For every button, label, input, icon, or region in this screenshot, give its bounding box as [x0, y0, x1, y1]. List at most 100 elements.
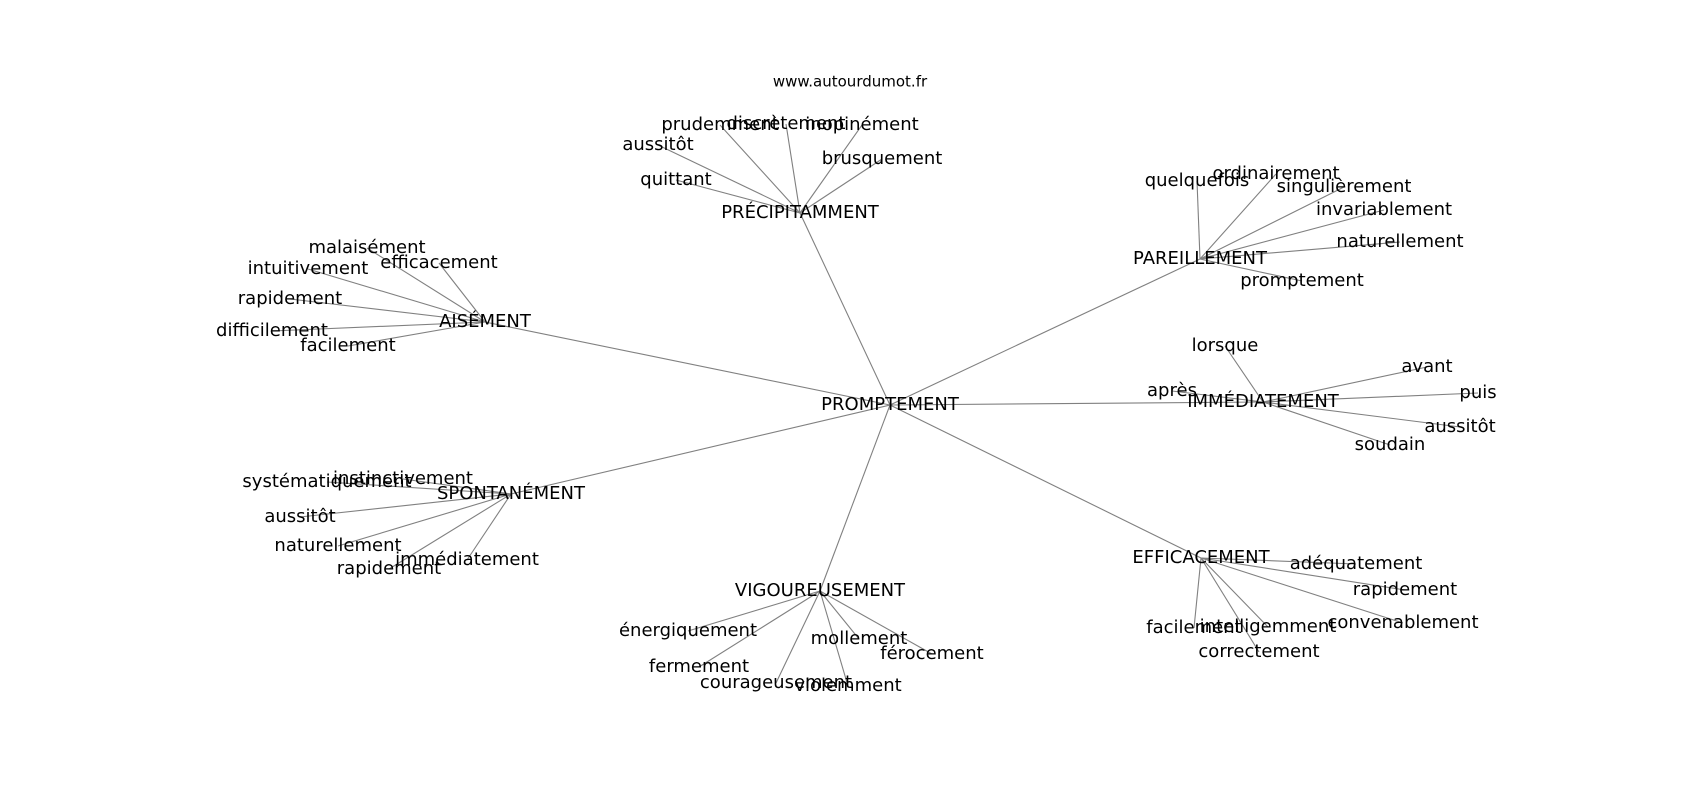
cluster-node-efficacement[interactable]: EFFICACEMENT — [1132, 547, 1270, 568]
word-node-precipitamment[interactable]: prudemment — [661, 114, 778, 135]
word-node-immediatement[interactable]: avant — [1401, 356, 1452, 377]
word-node-aisement[interactable]: difficilement — [216, 320, 328, 341]
word-node-pareillement[interactable]: ordinairement — [1212, 163, 1339, 184]
word-node-vigoureusement[interactable]: énergiquement — [619, 620, 757, 641]
edge-vigoureusement-3 — [698, 590, 821, 668]
edge-spontanement-0 — [402, 478, 512, 495]
edge-precipitamment-4 — [799, 158, 883, 214]
word-node-aisement[interactable]: rapidement — [238, 288, 342, 309]
word-node-immediatement[interactable]: soudain — [1355, 434, 1426, 455]
cluster-node-immediatement[interactable]: IMMÉDIATEMENT — [1187, 390, 1340, 412]
edge-spontanement-1 — [326, 481, 512, 495]
edge-efficacement-1 — [1200, 557, 1406, 591]
word-node-precipitamment[interactable]: discrètement — [727, 113, 846, 134]
edge-aisement-2 — [307, 268, 486, 323]
edge-vigoureusement-1 — [819, 590, 860, 640]
cluster-node-vigoureusement[interactable]: VIGOUREUSEMENT — [735, 580, 906, 601]
edge-aisement-0 — [366, 247, 486, 323]
word-node-efficacement[interactable]: convenablement — [1327, 612, 1478, 633]
edge-vigoureusement-4 — [775, 590, 821, 684]
word-node-pareillement[interactable]: singulièrement — [1277, 176, 1412, 197]
edge-precipitamment-0 — [719, 124, 801, 214]
word-node-precipitamment[interactable]: quittant — [640, 169, 711, 190]
edge-immediatement-2 — [1171, 390, 1264, 403]
edge-immediatement-5 — [1262, 401, 1391, 446]
word-node-efficacement[interactable]: adéquatement — [1290, 553, 1423, 574]
word-node-vigoureusement[interactable]: violemment — [794, 675, 901, 696]
word-node-vigoureusement[interactable]: férocement — [880, 643, 983, 664]
word-node-efficacement[interactable]: correctement — [1198, 641, 1319, 662]
word-node-immediatement[interactable]: puis — [1459, 382, 1496, 403]
word-node-spontanement[interactable]: naturellement — [274, 535, 401, 556]
word-node-pareillement[interactable]: naturellement — [1336, 231, 1463, 252]
edge-pareillement-0 — [1196, 180, 1201, 260]
word-node-pareillement[interactable]: promptement — [1240, 270, 1364, 291]
edge-efficacement-4 — [1200, 557, 1269, 628]
word-node-vigoureusement[interactable]: fermement — [649, 656, 749, 677]
edge-vigoureusement-5 — [819, 590, 849, 687]
edge-vigoureusement-0 — [687, 590, 821, 632]
word-node-spontanement[interactable]: aussitôt — [264, 506, 335, 527]
word-node-aisement[interactable]: malaisément — [308, 237, 425, 258]
edge-spontanement-4 — [388, 493, 512, 570]
word-node-pareillement[interactable]: invariablement — [1316, 199, 1452, 220]
edge-immediatement-0 — [1224, 345, 1264, 403]
edge-precipitamment-2 — [799, 124, 863, 214]
word-node-spontanement[interactable]: rapidement — [337, 558, 441, 579]
edge-pareillement-1 — [1199, 173, 1277, 260]
edge-pareillement-4 — [1199, 241, 1401, 260]
edge-center-efficacement — [889, 404, 1202, 559]
edge-spontanement-2 — [299, 493, 512, 518]
edge-center-precipitamment — [799, 212, 891, 406]
graph-edges — [271, 123, 1479, 687]
word-node-efficacement[interactable]: intelligemment — [1200, 616, 1337, 637]
word-node-efficacement[interactable]: facilement — [1146, 617, 1241, 638]
edge-spontanement-3 — [337, 493, 512, 547]
cluster-node-spontanement[interactable]: SPONTANÉMENT — [437, 482, 586, 504]
edge-center-immediatement — [889, 401, 1264, 406]
word-node-pareillement[interactable]: quelquefois — [1145, 170, 1250, 191]
edge-pareillement-3 — [1199, 209, 1385, 260]
edge-efficacement-3 — [1193, 557, 1202, 629]
edge-pareillement-5 — [1199, 258, 1303, 282]
center-node: PROMPTEMENT — [821, 394, 960, 415]
edge-center-pareillement — [889, 258, 1201, 406]
word-node-spontanement[interactable]: immédiatement — [395, 549, 539, 570]
edge-precipitamment-1 — [785, 123, 801, 214]
word-node-spontanement[interactable]: instinctivement — [333, 468, 473, 489]
word-node-precipitamment[interactable]: inopinément — [805, 114, 918, 135]
edge-pareillement-2 — [1199, 186, 1345, 260]
word-node-efficacement[interactable]: rapidement — [1353, 579, 1457, 600]
graph-labels: www.autourdumot.fr PROMPTEMENT prudemmen… — [216, 73, 1497, 697]
source-link[interactable]: www.autourdumot.fr — [773, 73, 928, 91]
word-node-vigoureusement[interactable]: mollement — [811, 628, 908, 649]
word-node-aisement[interactable]: facilement — [300, 335, 395, 356]
word-node-aisement[interactable]: efficacement — [380, 252, 497, 273]
edge-precipitamment-3 — [657, 144, 801, 214]
word-node-precipitamment[interactable]: brusquement — [822, 148, 943, 169]
word-node-spontanement[interactable]: systématiquement — [242, 471, 411, 492]
edge-center-vigoureusement — [819, 404, 891, 592]
word-node-immediatement[interactable]: lorsque — [1192, 335, 1259, 356]
edge-aisement-5 — [347, 321, 486, 347]
edge-efficacement-5 — [1200, 557, 1260, 653]
word-node-precipitamment[interactable]: aussitôt — [622, 134, 693, 155]
cluster-node-precipitamment[interactable]: PRÉCIPITAMMENT — [721, 201, 880, 223]
cluster-node-pareillement[interactable]: PAREILLEMENT — [1133, 248, 1268, 269]
edge-immediatement-3 — [1262, 392, 1479, 403]
edge-spontanement-5 — [466, 493, 512, 561]
word-node-vigoureusement[interactable]: courageusement — [700, 672, 852, 693]
edge-aisement-3 — [289, 298, 486, 323]
edge-precipitamment-5 — [675, 179, 801, 214]
edge-aisement-1 — [438, 262, 486, 323]
edge-immediatement-4 — [1262, 401, 1461, 428]
word-node-aisement[interactable]: intuitivement — [248, 258, 369, 279]
cluster-node-aisement[interactable]: AISÉMENT — [439, 310, 532, 332]
edge-immediatement-1 — [1262, 366, 1428, 403]
edge-efficacement-2 — [1200, 557, 1404, 624]
edge-vigoureusement-2 — [819, 590, 933, 655]
edge-aisement-4 — [271, 321, 486, 332]
word-node-immediatement[interactable]: aussitôt — [1424, 416, 1495, 437]
word-node-immediatement[interactable]: après — [1147, 380, 1197, 401]
